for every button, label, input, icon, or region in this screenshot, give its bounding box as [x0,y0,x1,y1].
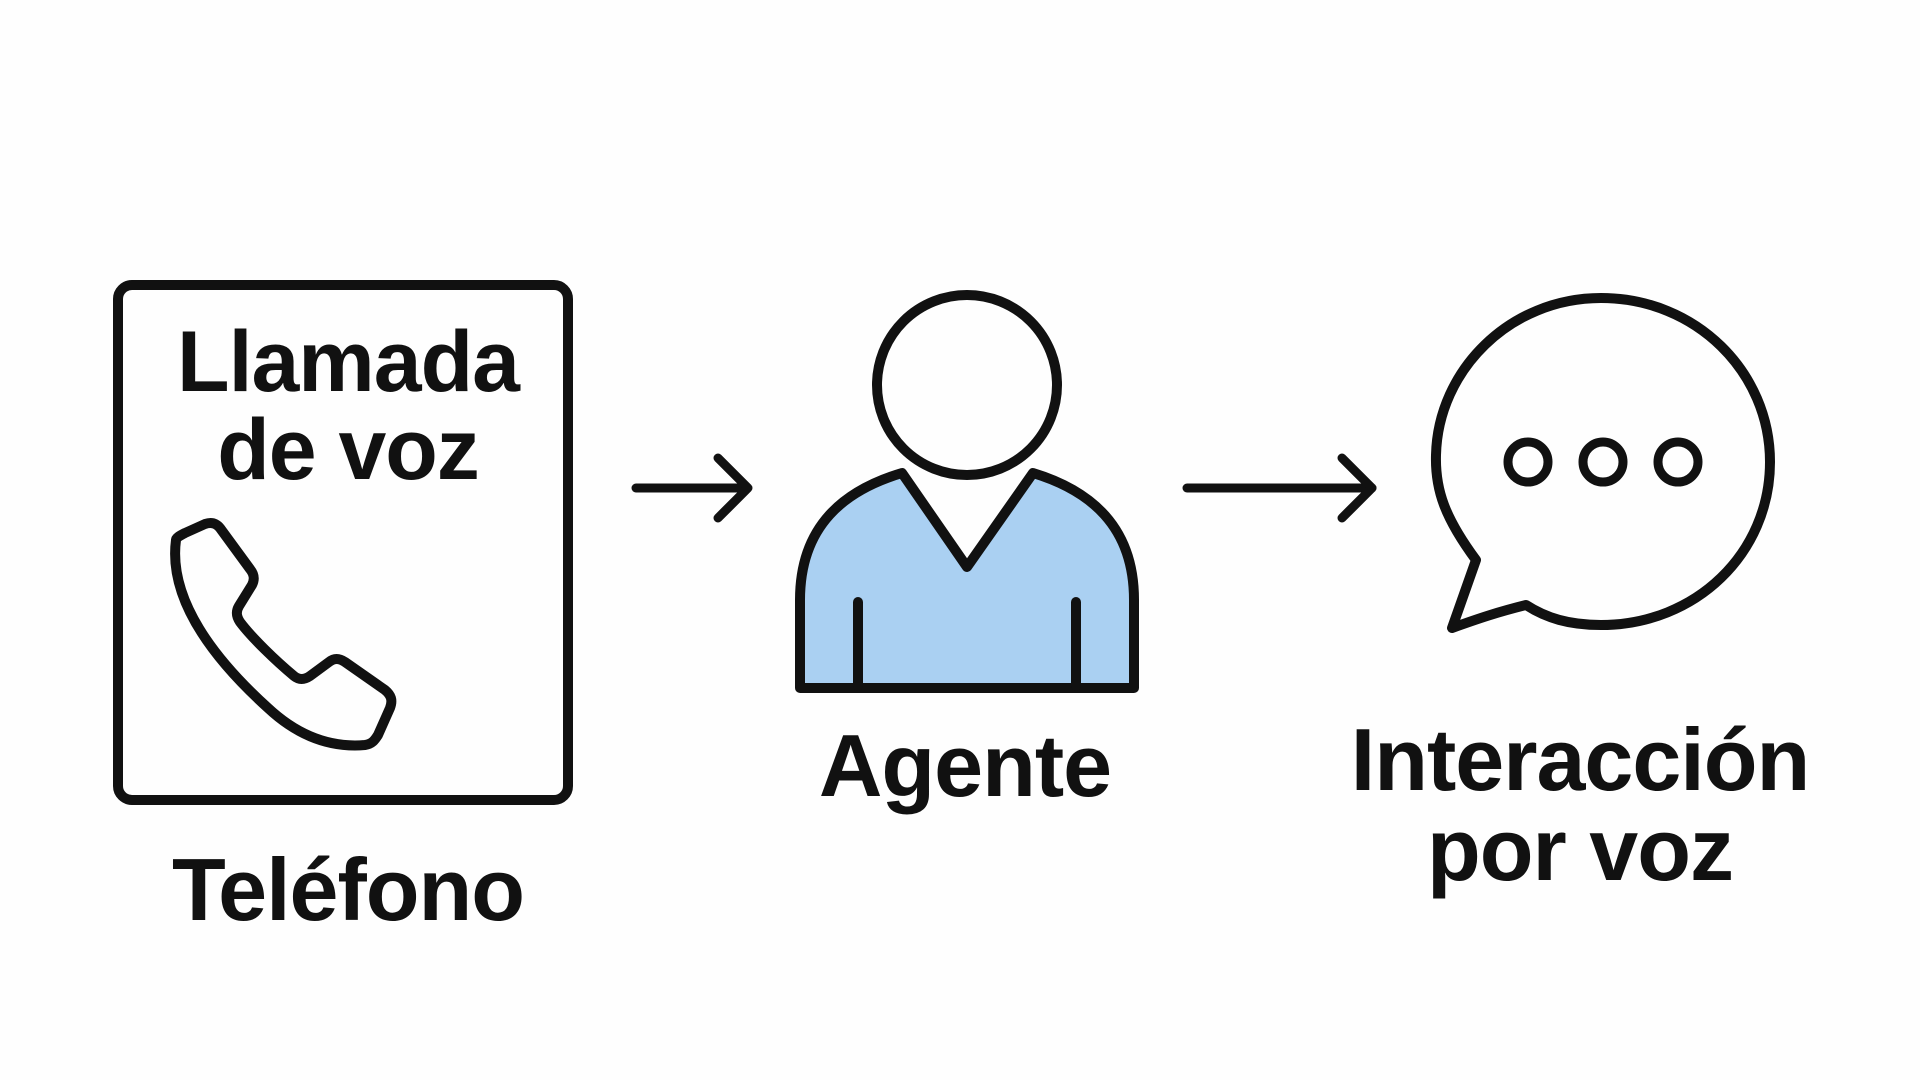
phone-card-title-line2: de voz [217,402,480,498]
phone-card [113,280,573,805]
agent-caption: Agente [818,716,1112,815]
voice-interaction-caption-line1: Interacción [1350,710,1810,809]
person-icon [795,290,1139,693]
voice-interaction-caption: Interacción por voz [1330,715,1830,895]
speech-bubble-icon [1430,293,1775,633]
phone-card-title: Llamada de voz [118,318,578,494]
arrow-right-icon [1182,453,1377,523]
arrow-right-icon [631,453,753,523]
phone-card-title-line1: Llamada [177,314,520,410]
voice-interaction-caption-line2: por voz [1427,800,1734,899]
phone-handset-icon [170,518,397,751]
phone-caption: Teléfono [171,840,525,939]
